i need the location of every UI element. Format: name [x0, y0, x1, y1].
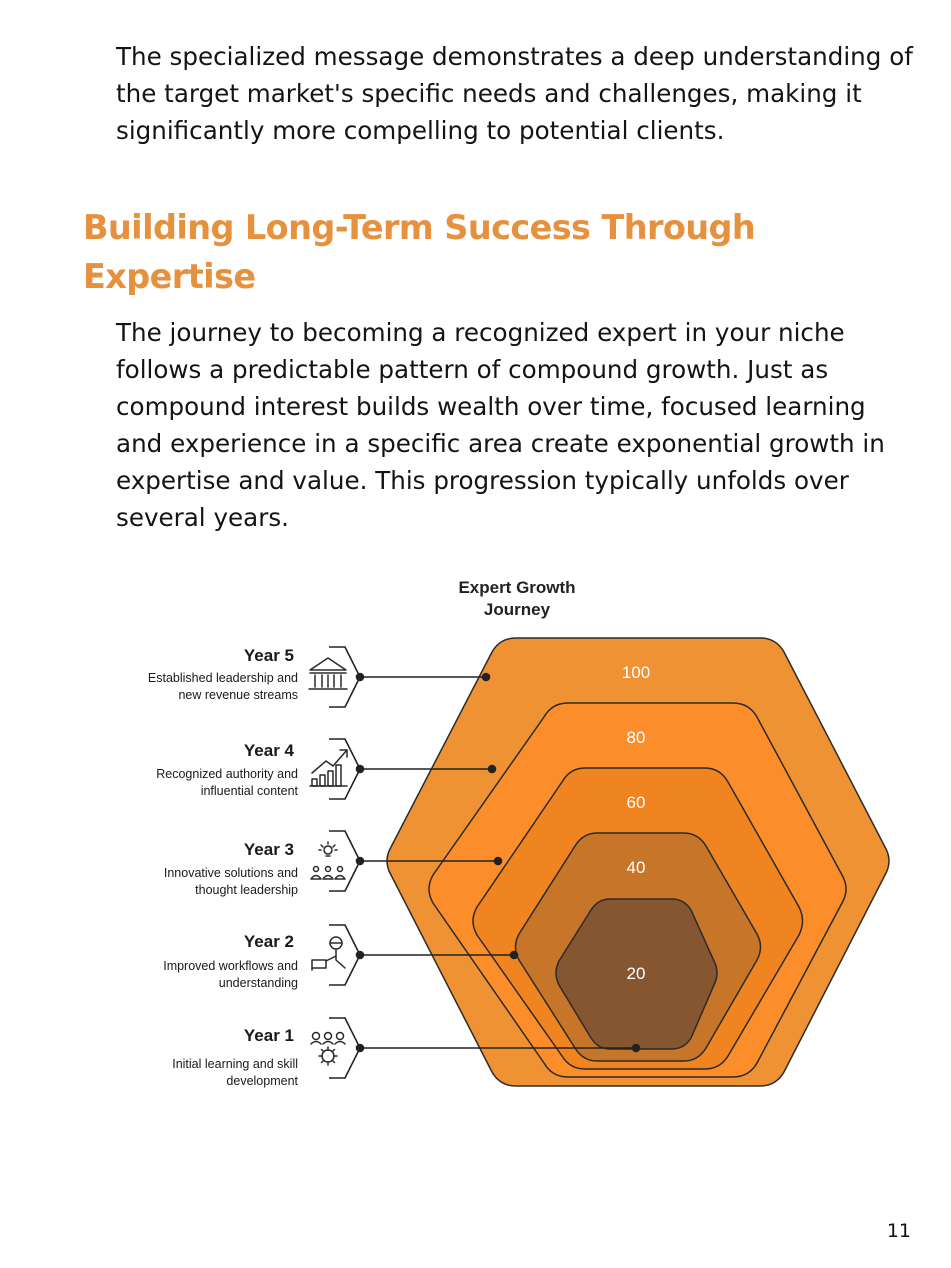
page-number: 11	[886, 1220, 911, 1242]
step-desc-1-line2: development	[226, 1074, 298, 1088]
step-desc-4-line1: Recognized authority and	[156, 767, 298, 781]
expert-growth-diagram: Expert Growth Journey 100 80 60 40 20	[148, 578, 890, 1088]
hexagon-levels	[386, 637, 890, 1087]
step-desc-3-line2: thought leadership	[195, 883, 298, 897]
step-desc-5-line1: Established leadership and	[148, 671, 298, 685]
step-year-5: Year 5	[244, 646, 294, 665]
level-value-40: 40	[627, 858, 646, 877]
section-paragraph: The journey to becoming a recognized exp…	[116, 318, 885, 532]
diagram-title-line2: Journey	[484, 600, 551, 619]
level-value-80: 80	[627, 728, 646, 747]
step-desc-3-line1: Innovative solutions and	[164, 866, 298, 880]
step-desc-4-line2: influential content	[201, 784, 299, 798]
hexagon-level-20	[555, 898, 718, 1050]
bank-icon	[308, 657, 348, 690]
step-year-1: Year 1	[244, 1026, 294, 1045]
connector-lines	[355, 672, 641, 1053]
presenter-icon	[311, 936, 346, 971]
diagram-title-line1: Expert Growth	[458, 578, 575, 597]
step-desc-2-line1: Improved workflows and	[163, 959, 298, 973]
step-brackets	[329, 646, 361, 1079]
step-desc-1-line1: Initial learning and skill	[172, 1057, 298, 1071]
level-value-20: 20	[627, 964, 646, 983]
step-year-3: Year 3	[244, 840, 294, 859]
level-value-100: 100	[622, 663, 650, 682]
level-value-60: 60	[627, 793, 646, 812]
idea-team-icon	[310, 841, 346, 880]
growth-chart-icon	[309, 749, 348, 787]
intro-paragraph: The specialized message demonstrates a d…	[116, 42, 913, 145]
team-gear-icon	[310, 1031, 346, 1066]
step-year-2: Year 2	[244, 932, 294, 951]
step-desc-2-line2: understanding	[219, 976, 298, 990]
step-desc-5-line2: new revenue streams	[178, 688, 298, 702]
step-year-4: Year 4	[244, 741, 295, 760]
section-heading: Building Long-Term Success Through Exper…	[83, 208, 756, 296]
